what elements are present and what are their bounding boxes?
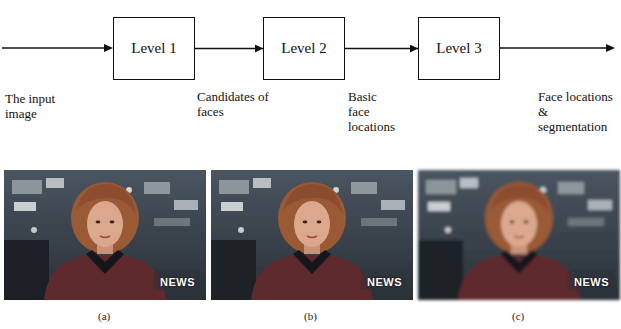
stage-label: The input image (5, 92, 75, 122)
box-title: Level 1 (131, 40, 176, 57)
flow-arrow (195, 48, 263, 50)
photo-c (418, 170, 620, 300)
flow-arrow (345, 48, 418, 50)
stage-label: Candidates of faces (197, 90, 269, 120)
news-logo: NEWS (367, 276, 402, 288)
stage-label: Basic face locations (348, 90, 400, 135)
panel-caption: (a) (98, 310, 110, 322)
stage-label: Face locations & segmentation (538, 90, 618, 135)
news-logo: NEWS (160, 276, 195, 288)
process-box: Level 3 (418, 17, 500, 80)
photo-a (4, 170, 206, 300)
panel-caption: (b) (304, 310, 317, 322)
box-title: Level 2 (281, 40, 326, 57)
news-logo: NEWS (574, 276, 609, 288)
box-title: Level 3 (436, 40, 481, 57)
process-box: Level 2 (263, 17, 345, 80)
panel-caption: (c) (512, 310, 524, 322)
photo-b (211, 170, 413, 300)
process-box: Level 1 (113, 17, 195, 80)
